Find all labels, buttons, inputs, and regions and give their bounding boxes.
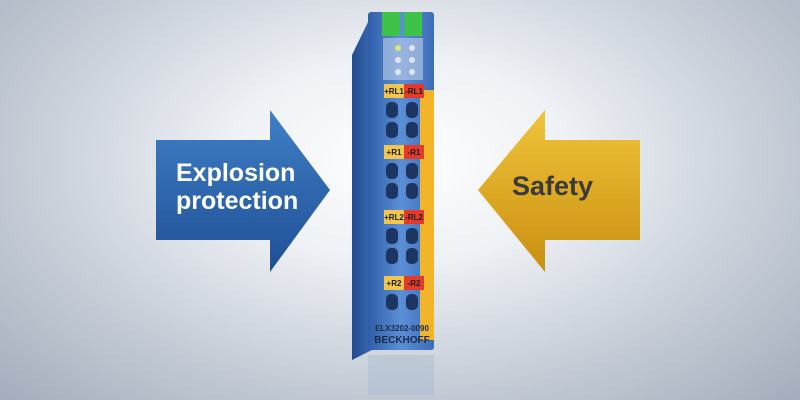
spring-clamp-slot bbox=[386, 163, 398, 179]
terminal-label-left: +R2 bbox=[387, 279, 402, 288]
terminal-label-bg bbox=[404, 276, 424, 290]
terminal-label-bg bbox=[404, 84, 424, 98]
spring-clamp-slot bbox=[386, 122, 398, 138]
safety-arrow bbox=[478, 110, 640, 272]
module-model-number: ELX3202-0090 bbox=[375, 324, 429, 333]
spring-clamp-slot bbox=[386, 228, 398, 244]
terminal-label-bg bbox=[384, 84, 404, 98]
spring-clamp-slot bbox=[406, 183, 418, 199]
led-indicator bbox=[409, 57, 415, 63]
spring-clamp-slot bbox=[406, 102, 418, 118]
terminal-label-left: +RL1 bbox=[384, 87, 404, 96]
led-indicator bbox=[395, 57, 401, 63]
terminal-label-left: +R1 bbox=[387, 148, 402, 157]
spring-clamp-slot bbox=[386, 102, 398, 118]
terminal-label-bg bbox=[404, 210, 424, 224]
safety-label: Safety bbox=[512, 171, 594, 201]
terminal-label-bg bbox=[384, 276, 404, 290]
green-connector-left bbox=[382, 12, 400, 36]
led-indicator bbox=[409, 69, 415, 75]
explosion-protection-arrow bbox=[156, 110, 330, 272]
spring-clamp-slot bbox=[386, 294, 398, 310]
spring-clamp-slot bbox=[406, 294, 418, 310]
brand-logo: BECKHOFF bbox=[374, 335, 430, 346]
explosion-protection-line2: protection bbox=[176, 186, 299, 215]
spring-clamp-slot bbox=[386, 248, 398, 264]
spring-clamp-slot bbox=[406, 163, 418, 179]
terminal-label-bg bbox=[384, 210, 404, 224]
terminal-label-right: -R2 bbox=[408, 279, 421, 288]
led-indicator bbox=[395, 69, 401, 75]
module-side-rail bbox=[352, 18, 372, 360]
spring-clamp-slot bbox=[406, 122, 418, 138]
spring-clamp-slot bbox=[386, 183, 398, 199]
terminal-label-left: +RL2 bbox=[384, 213, 404, 222]
terminal-label-right: -R1 bbox=[408, 148, 421, 157]
explosion-protection-line1: Explosion bbox=[176, 159, 296, 187]
spring-clamp-slot bbox=[406, 248, 418, 264]
terminal-label-right: -RL2 bbox=[405, 213, 423, 222]
led-panel bbox=[383, 38, 423, 80]
green-connector-right bbox=[404, 12, 422, 36]
terminal-label-right: -RL1 bbox=[405, 87, 423, 96]
spring-clamp-slot bbox=[406, 228, 418, 244]
terminal-label-bg bbox=[404, 145, 424, 159]
led-indicator bbox=[395, 45, 401, 51]
terminal-label-bg bbox=[384, 145, 404, 159]
led-indicator bbox=[409, 45, 415, 51]
explosion-protection-label: Explosion protection bbox=[176, 159, 316, 215]
io-module: +RL1 -RL1 +R1 -R1 +RL2 -RL2 +R2 -R2 ELX3… bbox=[352, 12, 434, 360]
